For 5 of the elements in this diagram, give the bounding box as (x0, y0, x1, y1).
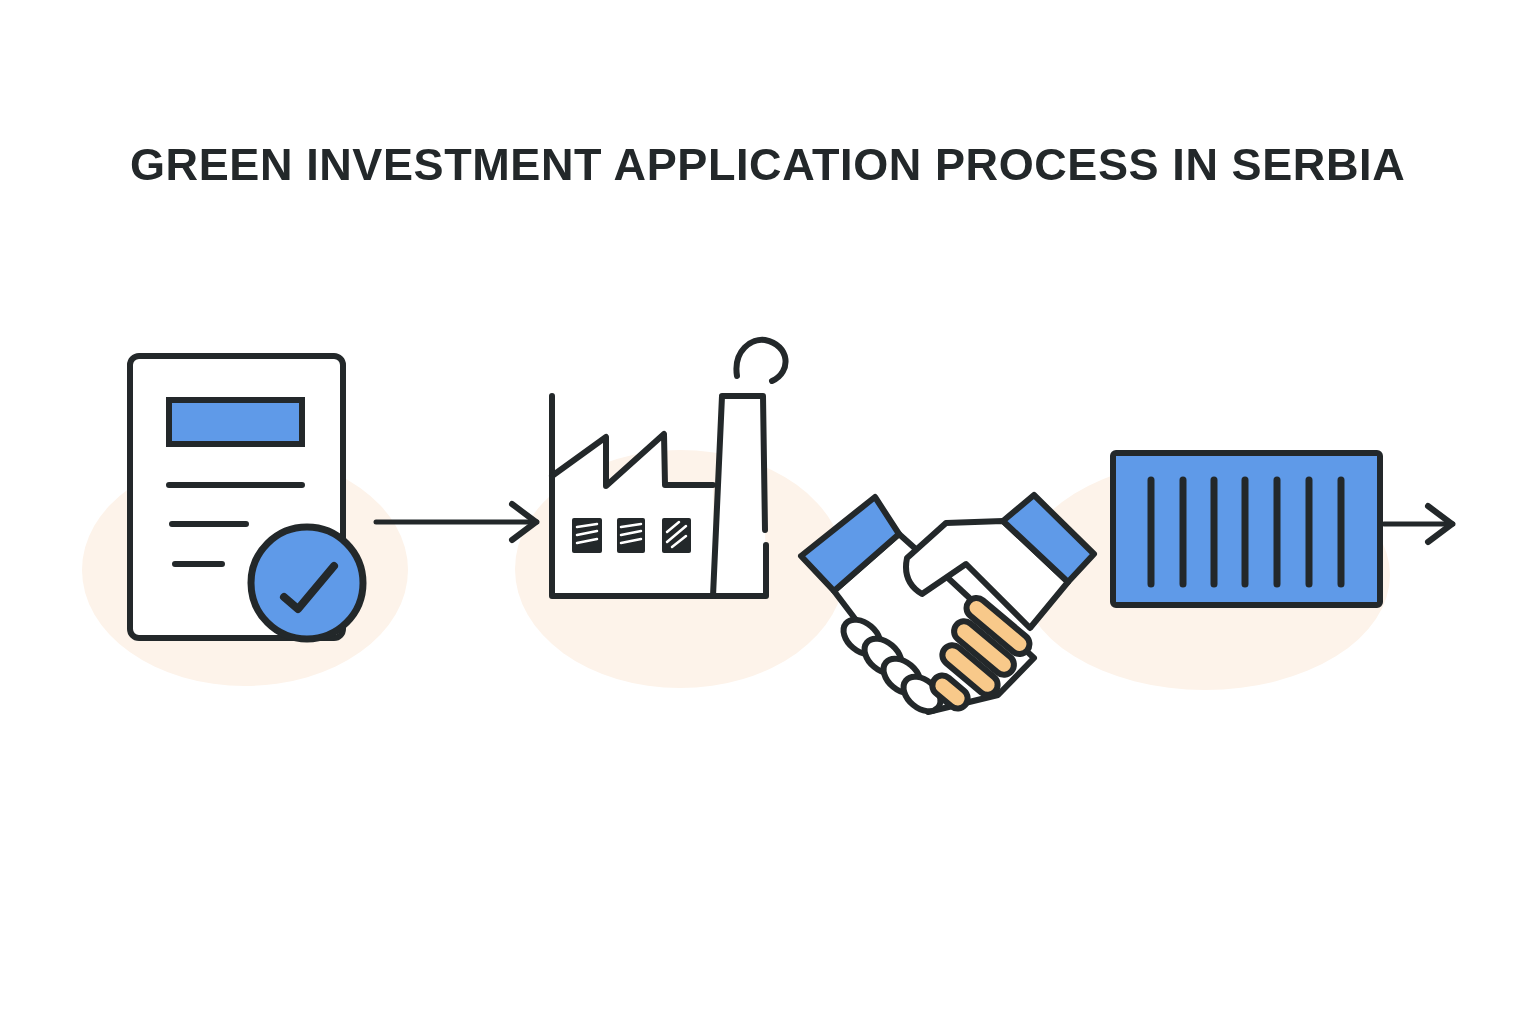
shipping-container-icon (1108, 448, 1384, 609)
arrow (1381, 503, 1456, 545)
arrow (373, 501, 540, 543)
handshake-icon (798, 490, 1098, 718)
diagram-title: GREEN INVESTMENT APPLICATION PROCESS IN SERBIA (130, 140, 1406, 190)
